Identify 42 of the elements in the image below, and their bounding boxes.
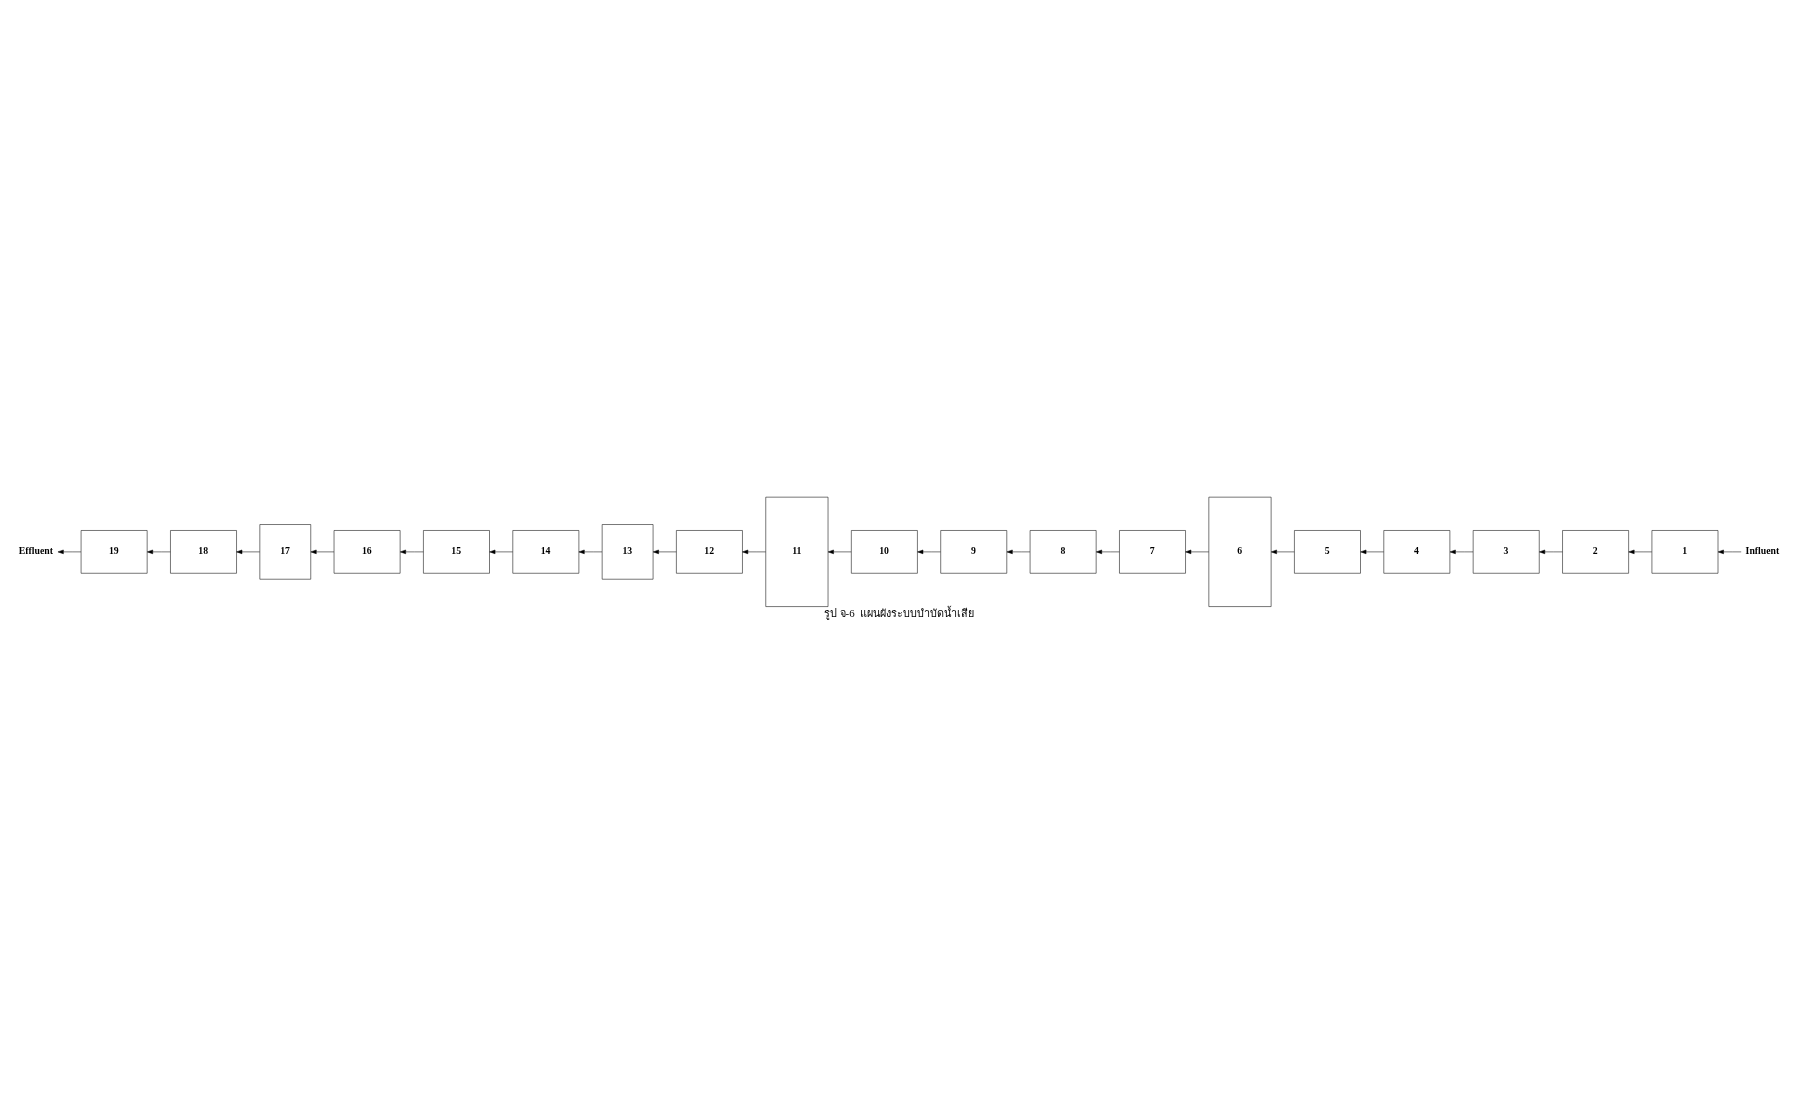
arrow	[1270, 549, 1295, 555]
arrow	[400, 549, 424, 555]
arrow	[1096, 549, 1120, 555]
node-box: 2	[1562, 530, 1629, 574]
node-box: 13	[601, 524, 654, 580]
node-box: 9	[940, 530, 1008, 574]
arrow	[147, 549, 171, 555]
arrow	[1628, 549, 1653, 555]
arrow	[1006, 549, 1031, 555]
arrow	[578, 549, 603, 555]
node-text: Influent	[1745, 544, 1780, 556]
node-box: 10	[851, 530, 918, 574]
node-box: 6	[1208, 496, 1272, 607]
arrow	[652, 549, 677, 555]
arrow	[742, 549, 766, 555]
node-box: 17	[259, 524, 311, 580]
node-box: 12	[676, 530, 743, 574]
arrow	[827, 549, 852, 555]
arrow	[57, 549, 82, 555]
arrow	[236, 549, 260, 555]
node-box: 16	[333, 530, 401, 574]
node-text: Effluent	[18, 544, 53, 556]
node-box: 5	[1294, 530, 1361, 574]
node-box: 8	[1029, 530, 1097, 574]
node-box: 18	[170, 530, 237, 574]
node-box: 19	[80, 530, 148, 574]
arrow	[1717, 549, 1742, 555]
node-box: 1	[1651, 530, 1719, 574]
node-box: 11	[765, 496, 829, 607]
arrow	[1360, 549, 1384, 555]
arrow	[489, 549, 513, 555]
arrow	[310, 549, 335, 555]
node-box: 7	[1119, 530, 1186, 574]
node-box: 3	[1472, 530, 1540, 574]
arrow	[917, 549, 941, 555]
arrow	[1449, 549, 1474, 555]
arrow	[1539, 549, 1563, 555]
node-box: 4	[1383, 530, 1451, 574]
caption: รูป จ-6 แผนผังระบบบำบัดน้ำเสีย	[823, 607, 975, 620]
node-box: 14	[512, 530, 580, 574]
node-box: 15	[423, 530, 490, 574]
arrow	[1185, 549, 1209, 555]
